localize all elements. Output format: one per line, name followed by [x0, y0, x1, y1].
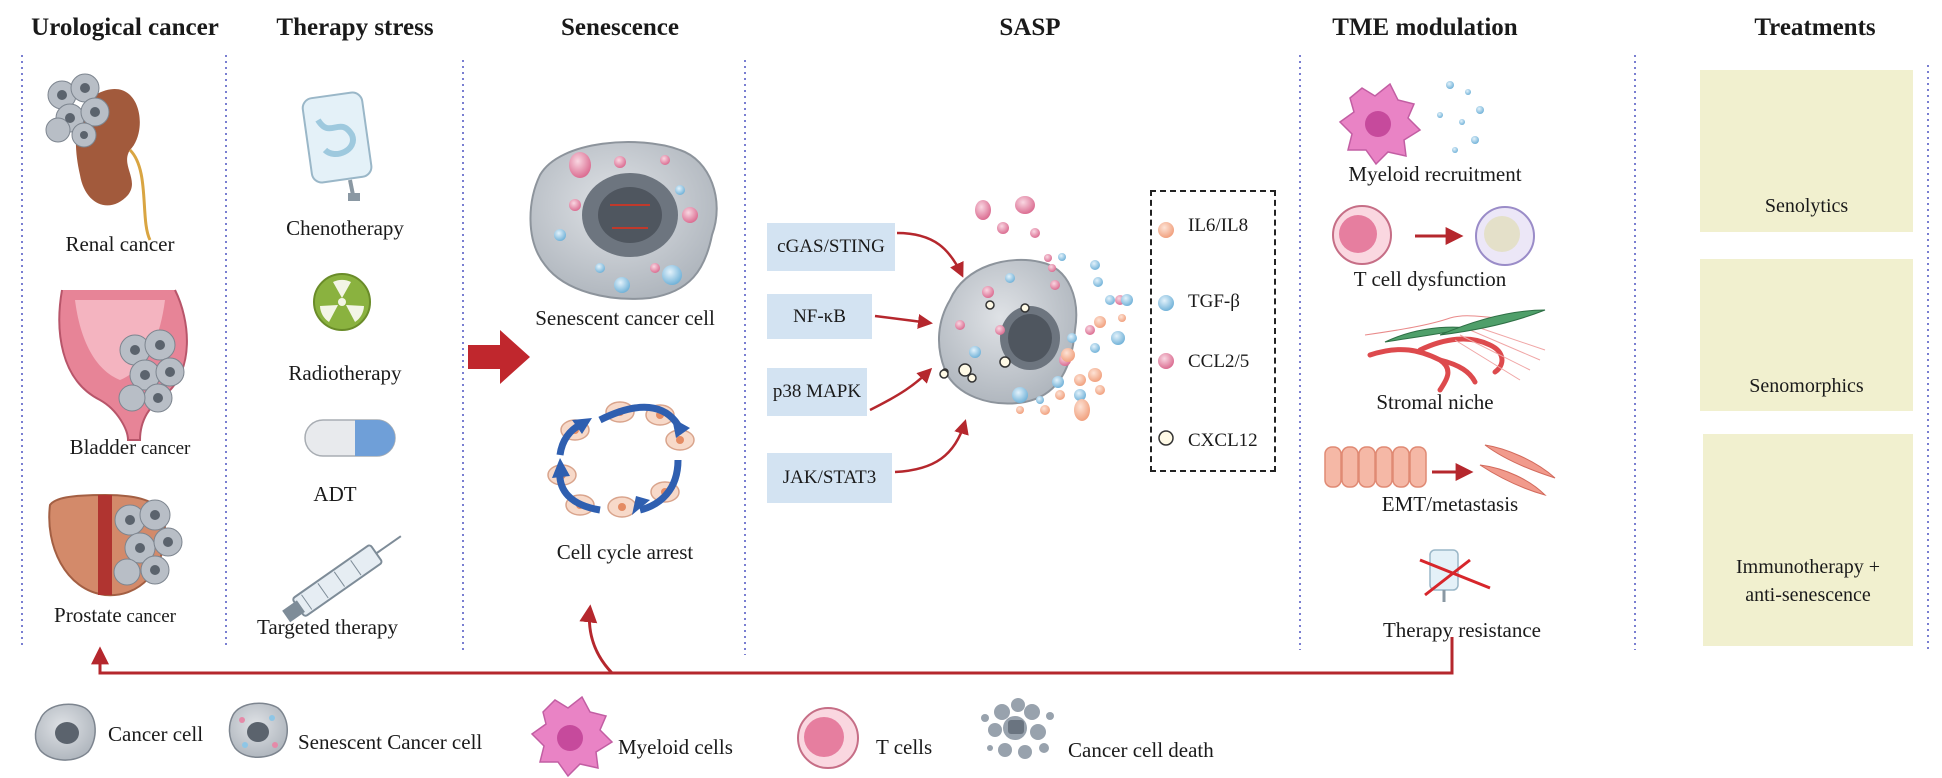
label-bladder-cancer: Bladder cancer — [50, 435, 210, 460]
sasp-cell-illustration — [938, 196, 1133, 421]
syringe-icon — [282, 535, 402, 623]
sasp-factor-tgf-b: TGF-β — [1188, 291, 1240, 312]
legend-myeloid-cells: Myeloid cells — [618, 735, 733, 759]
emt-epithelial-icon — [1324, 446, 1427, 488]
cell-cycle-illustration — [547, 401, 695, 518]
sasp-factor-icons — [1158, 222, 1174, 446]
header-tme-modulation: TME modulation — [1332, 14, 1518, 41]
legend-myeloid-icon — [530, 695, 614, 778]
pathway-box-p38-mapk: p38 MAPK — [767, 368, 867, 416]
panel-immunotherapy: Immunotherapy + anti-senescence — [1703, 434, 1913, 646]
panel-senolytics: Senolytics — [1700, 70, 1913, 232]
bladder-icon — [58, 289, 188, 441]
label-renal-cancer: Renal cancer — [65, 232, 175, 256]
t-cell-icon — [1332, 205, 1392, 265]
sasp-factor-cxcl12: CXCL12 — [1188, 430, 1258, 451]
legend-senescent-cell-icon — [228, 702, 288, 758]
label-immunotherapy-line2: anti-senescence — [1745, 584, 1871, 606]
label-prostate-word: Prostate — [54, 603, 122, 627]
legend-t-cells: T cells — [876, 735, 933, 759]
pathway-box-nf-kb: NF-κB — [767, 294, 872, 339]
label-emt-metastasis: EMT/metastasis — [1381, 492, 1519, 516]
header-therapy-stress: Therapy stress — [276, 14, 434, 41]
pathway-box-cgas-sting: cGAS/STING — [767, 223, 895, 271]
pathway-arrows — [869, 231, 969, 474]
sasp-factor-il6-il8: IL6/IL8 — [1188, 215, 1249, 236]
exhausted-t-cell-icon — [1475, 206, 1535, 266]
resistance-icon — [1419, 549, 1491, 602]
header-urological-cancer: Urological cancer — [31, 14, 219, 41]
label-targeted-therapy: Targeted therapy — [257, 615, 398, 639]
label-senolytics: Senolytics — [1764, 195, 1849, 217]
label-senescent-cancer-cell: Senescent cancer cell — [535, 306, 715, 330]
senescent-cell-illustration — [529, 141, 718, 300]
emt-mesenchymal-icon — [1479, 444, 1556, 496]
label-senomorphics: Senomorphics — [1749, 375, 1864, 397]
legend-senescent-cancer-cell: Senescent Cancer cell — [298, 730, 483, 754]
label-cell-cycle-arrest: Cell cycle arrest — [556, 540, 694, 564]
column-dividers — [21, 55, 1929, 655]
label-prostate-cancer-word: cancer — [121, 606, 176, 627]
stromal-niche-icon — [1364, 309, 1546, 393]
label-immunotherapy-line1: Immunotherapy + — [1735, 556, 1881, 578]
header-sasp: SASP — [999, 14, 1061, 41]
transition-arrow — [468, 330, 530, 384]
label-prostate-cancer: Prostate cancer — [35, 603, 195, 628]
myeloid-cell-icon — [1338, 82, 1422, 166]
feedback-arrows — [91, 604, 1454, 675]
label-t-cell-dysfunction: T cell dysfunction — [1353, 267, 1507, 291]
legend-cancer-cell-icon — [34, 703, 96, 761]
chemokine-dots — [1437, 81, 1484, 153]
label-bladder-cancer-word: cancer — [136, 438, 191, 459]
header-senescence: Senescence — [560, 14, 680, 41]
iv-bag-icon — [301, 91, 373, 201]
label-therapy-resistance: Therapy resistance — [1382, 618, 1541, 642]
pathway-box-jak-stat3: JAK/STAT3 — [767, 453, 892, 503]
capsule-icon — [304, 419, 396, 457]
label-myeloid-recruitment: Myeloid recruitment — [1348, 162, 1522, 186]
label-stromal-niche: Stromal niche — [1376, 390, 1494, 414]
label-chemotherapy: Chenotherapy — [286, 216, 404, 240]
sasp-factors-box — [1150, 190, 1276, 472]
header-treatments: Treatments — [1754, 14, 1876, 41]
label-adt: ADT — [313, 482, 357, 506]
legend-cancer-cell: Cancer cell — [108, 722, 204, 746]
prostate-icon — [48, 493, 183, 597]
panel-senomorphics: Senomorphics — [1700, 259, 1913, 411]
radiation-icon — [313, 273, 371, 331]
label-bladder-word: Bladder — [69, 435, 137, 459]
kidney-icon — [45, 73, 152, 241]
label-radiotherapy: Radiotherapy — [288, 361, 402, 385]
legend-cancer-cell-death: Cancer cell death — [1068, 738, 1214, 762]
legend-t-cell-icon — [797, 707, 859, 769]
sasp-factor-ccl2-5: CCL2/5 — [1188, 351, 1250, 372]
